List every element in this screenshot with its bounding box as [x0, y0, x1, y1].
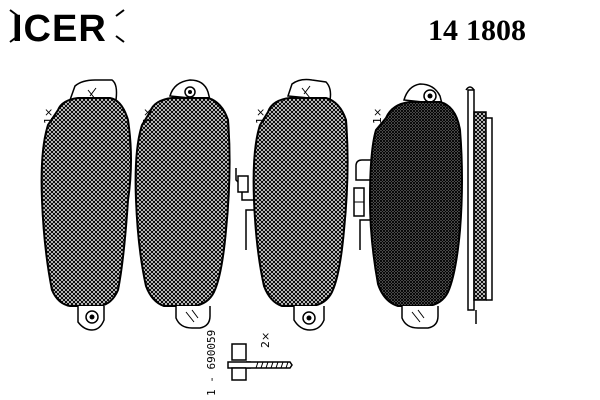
- pad-4-wear-sensor: [355, 159, 372, 250]
- pad-4-quantity: 1×: [371, 107, 384, 124]
- pad-3-friction: [252, 97, 349, 307]
- pad-3-top-tab: [286, 78, 332, 101]
- screw-part-code: 1 - 690059: [205, 329, 218, 396]
- pad-1-quantity: 1×: [42, 107, 55, 124]
- screw-quantity: 2×: [259, 331, 272, 348]
- pad-1-top-tab: [68, 79, 118, 101]
- brake-pad-2: [134, 79, 231, 329]
- pad-4-friction: [368, 101, 463, 307]
- pad-4-bottom-loop: [401, 306, 439, 329]
- pad-3-quantity: 1×: [254, 107, 267, 124]
- part-number-prefix: 14: [428, 14, 458, 47]
- brake-pad-1: [40, 79, 132, 331]
- part-number-main: 1808: [466, 14, 526, 47]
- mounting-bolt: [227, 343, 293, 381]
- pad-2-bottom-loop: [175, 306, 211, 329]
- pad-2-friction: [134, 97, 231, 307]
- brake-pad-3: [235, 78, 349, 331]
- brand-text: ICER: [12, 8, 107, 50]
- pad-2-quantity: 1×: [141, 107, 154, 124]
- pad-side-profile: [465, 86, 493, 324]
- brand-logo: ICER: [12, 8, 107, 51]
- pad-1-friction: [40, 97, 132, 307]
- brake-pad-4: [353, 83, 463, 329]
